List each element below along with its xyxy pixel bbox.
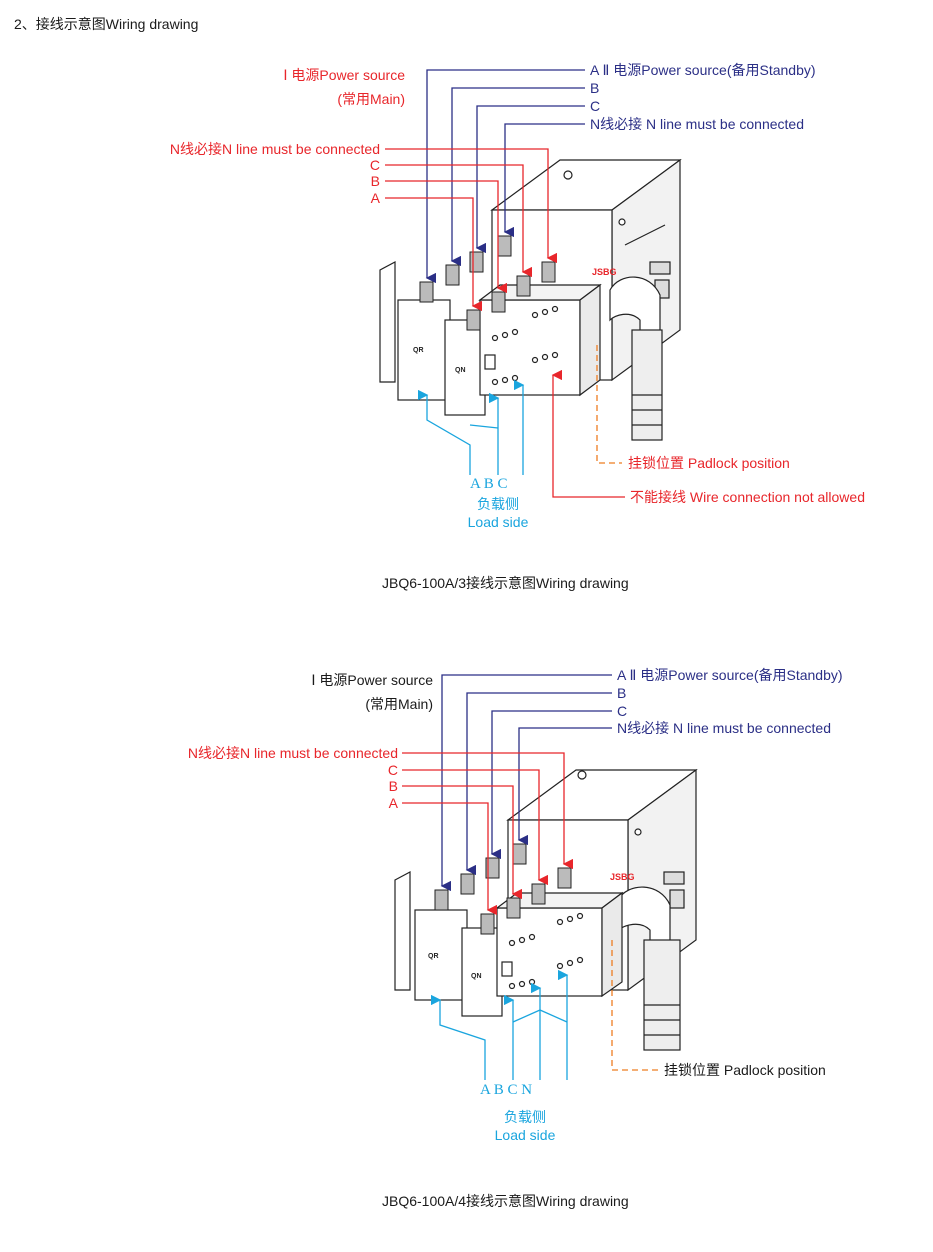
- page-heading: 2、接线示意图Wiring drawing: [14, 16, 199, 32]
- brand-logo: JSBG: [610, 872, 635, 882]
- switch-illustration-4pole: JSBG QR QN: [394, 674, 698, 1080]
- power2-b-label: B: [590, 80, 600, 96]
- main-c-label: C: [369, 157, 380, 173]
- power2-c-label: C: [617, 703, 628, 719]
- qr-label: QR: [428, 953, 439, 960]
- power1-main-label: (常用Main): [365, 696, 433, 712]
- load-side-en: Load side: [494, 1127, 556, 1143]
- load-wires: [430, 969, 569, 1080]
- main-a-label: A: [370, 190, 380, 206]
- main-wires: [385, 148, 625, 498]
- main-a-label: A: [388, 795, 398, 811]
- wiring-diagram-4pole: JSBG QR QN: [0, 610, 933, 1252]
- qn-label: QN: [471, 973, 482, 980]
- main-b-label: B: [388, 778, 398, 794]
- standby-wires: [440, 674, 612, 892]
- power2-a-label: A Ⅱ 电源Power source(备用Standby): [590, 62, 816, 78]
- no-wire-label: 不能接线 Wire connection not allowed: [630, 489, 865, 505]
- qr-label: QR: [413, 347, 424, 354]
- padlock-label: 挂锁位置 Padlock position: [664, 1062, 826, 1078]
- power2-n-label: N线必接 N line must be connected: [617, 720, 831, 736]
- load-wires: [417, 379, 525, 475]
- diagram-caption-3pole: JBQ6-100A/3接线示意图Wiring drawing: [382, 575, 629, 591]
- power2-b-label: B: [617, 685, 627, 701]
- load-side-cn: 负载侧: [477, 496, 519, 512]
- load-side-cn: 负载侧: [504, 1109, 546, 1125]
- power1-label: Ⅰ 电源Power source: [311, 672, 433, 688]
- wiring-diagram-3pole: JSBG QR QN: [0, 0, 933, 610]
- n-line-label: N线必接N line must be connected: [169, 141, 380, 157]
- load-phase-letters: A B C: [470, 476, 508, 492]
- padlock-text: 挂锁位置 Padlock position: [628, 455, 790, 471]
- operating-handle: [609, 276, 663, 441]
- padlock-leader: [611, 940, 660, 1071]
- switch-illustration-3pole: JSBG QR QN: [379, 69, 682, 498]
- power2-a-label: A Ⅱ 电源Power source(备用Standby): [617, 667, 843, 683]
- power1-main-label: (常用Main): [337, 91, 405, 107]
- main-c-label: C: [387, 762, 398, 778]
- operating-handle: [617, 886, 681, 1051]
- power1-label: Ⅰ 电源Power source: [283, 67, 405, 83]
- main-b-label: B: [370, 173, 380, 189]
- padlock-label: 挂锁位置 Padlock position: [628, 455, 790, 472]
- qn-label: QN: [455, 367, 466, 374]
- standby-wires: [425, 69, 585, 284]
- terminals: [434, 843, 572, 935]
- power2-n-label: N线必接 N line must be connected: [590, 116, 804, 132]
- power2-c-label: C: [590, 98, 601, 114]
- padlock-leader: [596, 345, 622, 464]
- brand-logo: JSBG: [592, 267, 617, 277]
- terminals: [419, 235, 556, 331]
- switch-body: [394, 871, 624, 1017]
- load-phase-letters: A B C N: [480, 1082, 533, 1098]
- n-line-label: N线必接N line must be connected: [187, 745, 398, 761]
- switch-body: [379, 261, 602, 416]
- load-side-en: Load side: [467, 514, 529, 530]
- diagram-caption-4pole: JBQ6-100A/4接线示意图Wiring drawing: [382, 1193, 629, 1209]
- main-wires: [402, 752, 574, 916]
